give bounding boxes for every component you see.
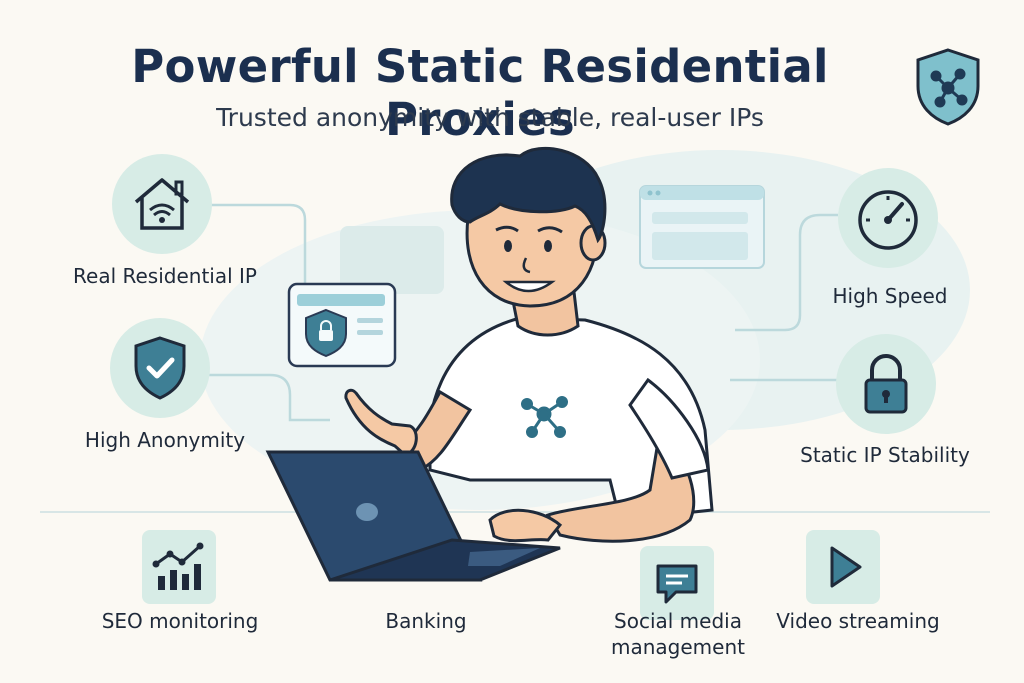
security-card-icon: [287, 282, 397, 368]
shield-network-icon: [916, 48, 980, 126]
feature-static-ip-stability: Static IP Stability: [800, 443, 970, 467]
chat-icon: [640, 546, 714, 620]
use-case-video-streaming: Video streaming: [776, 609, 940, 633]
use-case-social-media-line1: Social media: [614, 609, 742, 633]
person-illustration: [344, 146, 714, 543]
feature-high-anonymity: High Anonymity: [84, 428, 246, 452]
shield-check-icon: [110, 318, 210, 418]
home-wifi-icon: [112, 154, 212, 254]
feature-real-residential-ip: Real Residential IP: [73, 264, 257, 288]
feature-high-speed: High Speed: [832, 284, 948, 308]
speedometer-icon: [838, 168, 938, 268]
network-node-icon: [521, 396, 568, 438]
page-subtitle: Trusted anonymity with stable, real-user…: [216, 103, 764, 132]
padlock-icon: [836, 334, 936, 434]
use-case-social-media-line2: management: [611, 635, 745, 659]
page-title: Powerful Static Residential Proxies: [131, 40, 829, 146]
play-icon: [806, 530, 880, 604]
laptop-icon: [265, 450, 563, 582]
use-case-banking: Banking: [385, 609, 467, 633]
browser-window-icon: [639, 185, 765, 269]
use-case-seo-monitoring: SEO monitoring: [101, 609, 259, 633]
chart-icon: [142, 530, 216, 604]
